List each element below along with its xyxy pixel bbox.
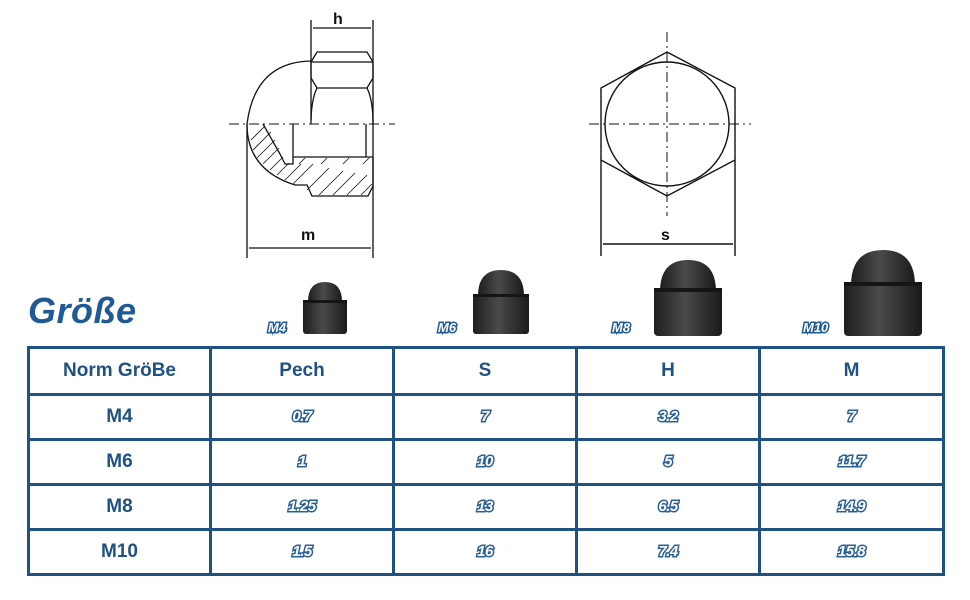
product-label-m4: M4	[266, 319, 287, 337]
cell-value: 11.7	[837, 452, 867, 472]
cell-value: 5	[663, 452, 674, 472]
dimension-label-h: h	[333, 11, 343, 28]
cell-value: 6.5	[657, 497, 680, 517]
product-label-m10: M10	[801, 319, 829, 337]
cell-pech: 0.7	[209, 393, 395, 441]
cell-value: 13	[476, 497, 495, 517]
cap-nut-icon	[844, 250, 922, 336]
cell-value: 1.5	[291, 542, 314, 562]
column-header-h: H	[575, 346, 761, 396]
row-size: M8	[27, 483, 212, 531]
column-header-pech: Pech	[209, 346, 395, 396]
product-label-m6: M6	[436, 319, 457, 337]
cell-value: 7	[480, 407, 491, 427]
product-label-m8: M8	[610, 319, 631, 337]
row-size: M6	[27, 438, 212, 486]
column-header-norm-size: Norm GröBe	[27, 346, 212, 396]
cell-value: 7	[846, 407, 857, 427]
cell-value: 7.4	[657, 542, 680, 562]
product-image-m8	[652, 258, 724, 343]
dimension-label-s: s	[661, 227, 670, 244]
cell-s: 13	[392, 483, 578, 531]
product-image-m10	[843, 248, 923, 343]
table-row: M8 1.25 13 6.5 14.9	[27, 483, 945, 531]
table-row: M6 1 10 5 11.7	[27, 438, 945, 486]
dimension-label-m: m	[301, 227, 315, 244]
cell-pech: 1.25	[209, 483, 395, 531]
table-row: M10 1.5 16 7.4 15.8	[27, 528, 945, 576]
cell-value: 3.2	[657, 407, 680, 427]
cap-nut-icon	[473, 270, 529, 334]
cell-m: 11.7	[758, 438, 945, 486]
cell-value: 0.7	[291, 407, 314, 427]
cell-value: 15.8	[836, 542, 867, 562]
row-size: M10	[27, 528, 212, 576]
cell-m: 7	[758, 393, 945, 441]
cell-value: 14.9	[836, 497, 867, 517]
cell-value: 1.25	[287, 497, 318, 517]
cell-m: 14.9	[758, 483, 945, 531]
cell-h: 6.5	[575, 483, 761, 531]
cell-pech: 1.5	[209, 528, 395, 576]
row-size: M4	[27, 393, 212, 441]
table-header-row: Norm GröBe Pech S H M	[27, 346, 945, 396]
cap-nut-icon	[303, 282, 347, 334]
cell-value: 16	[476, 542, 495, 562]
cell-h: 7.4	[575, 528, 761, 576]
cell-s: 7	[392, 393, 578, 441]
cell-h: 3.2	[575, 393, 761, 441]
cap-nut-side-view-diagram: h m	[229, 11, 395, 258]
cap-nut-top-view-diagram: s	[589, 32, 751, 256]
cell-m: 15.8	[758, 528, 945, 576]
product-image-m6	[470, 268, 532, 341]
cell-s: 16	[392, 528, 578, 576]
product-image-m4	[300, 280, 350, 341]
size-spec-table: Norm GröBe Pech S H M M4 0.7 7 3.2 7 M6 …	[27, 346, 945, 576]
cap-nut-icon	[654, 260, 722, 336]
column-header-s: S	[392, 346, 578, 396]
cell-pech: 1	[209, 438, 395, 486]
page-title: Größe	[28, 290, 137, 331]
cell-value: 1	[297, 452, 308, 472]
cell-s: 10	[392, 438, 578, 486]
cell-value: 10	[476, 452, 495, 472]
cell-h: 5	[575, 438, 761, 486]
table-row: M4 0.7 7 3.2 7	[27, 393, 945, 441]
column-header-m: M	[758, 346, 945, 396]
